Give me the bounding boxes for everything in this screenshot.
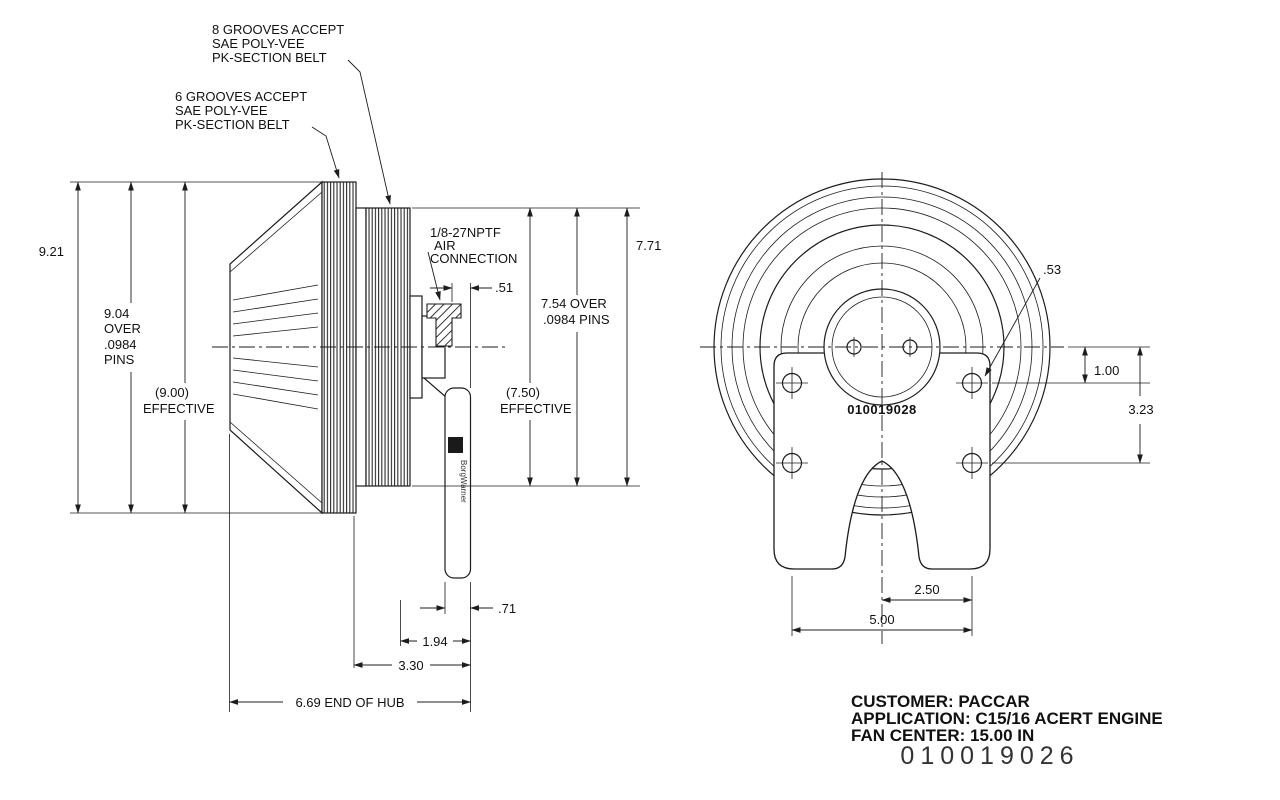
callout-8-grooves-l1: 8 GROOVES ACCEPT <box>212 22 344 37</box>
front-bottom-extension-lines <box>791 576 973 636</box>
dim-small-diameter-label: 7.71 <box>636 238 661 253</box>
brand-label: BorgWarner <box>459 460 468 503</box>
dim-over-pins-right: 7.54 OVER .0984 PINS <box>541 207 610 487</box>
dim-air-offset-label: .51 <box>495 280 513 295</box>
dim-overall-diameter-label: 9.21 <box>39 244 64 259</box>
callout-air-l3: CONNECTION <box>430 251 517 266</box>
dim-effective-left: (9.00) EFFECTIVE <box>143 181 215 514</box>
drawing-number: 010019026 <box>900 742 1079 770</box>
dim-effective-right: (7.50) EFFECTIVE <box>500 207 572 487</box>
bottom-extension-lines <box>229 434 471 712</box>
borgwarner-logo <box>448 437 463 453</box>
dim-bolt-span-label: 5.00 <box>869 612 894 627</box>
callout-6-grooves-l2: SAE POLY-VEE <box>175 103 268 118</box>
dim-effective-left-word: EFFECTIVE <box>143 401 215 416</box>
callout-8-grooves-l3: PK-SECTION BELT <box>212 50 327 65</box>
title-block: CUSTOMER: PACCAR APPLICATION: C15/16 ACE… <box>851 692 1163 770</box>
callout-air-l1: 1/8-27NPTF <box>430 225 501 240</box>
dim-hub-length-1: 1.94 <box>400 634 471 649</box>
dim-hub-length-2: 3.30 <box>353 658 471 673</box>
dim-hub-length-1-label: 1.94 <box>422 634 447 649</box>
customer-line: CUSTOMER: PACCAR <box>851 692 1030 711</box>
dim-effective-left-value: (9.00) <box>155 385 189 400</box>
dim-hub-length-2-label: 3.30 <box>398 658 423 673</box>
callout-6-grooves: 6 GROOVES ACCEPT SAE POLY-VEE PK-SECTION… <box>175 89 340 179</box>
dim-bolt-half-span: 2.50 <box>881 582 973 603</box>
dim-hole-diameter-label: .53 <box>1043 262 1061 277</box>
dim-over-pins-left-l4: PINS <box>104 352 135 367</box>
dim-hole-offset-2: 3.23 <box>1128 346 1154 464</box>
dim-over-pins-right-l1: 7.54 OVER <box>541 296 607 311</box>
mounting-bracket <box>773 352 991 570</box>
dim-hole-offset-2-label: 3.23 <box>1128 402 1153 417</box>
callout-6-grooves-l3: PK-SECTION BELT <box>175 117 290 132</box>
right-extension-lines <box>412 207 640 487</box>
dim-over-pins-left-l1: 9.04 <box>104 306 129 321</box>
callout-air-l2: AIR <box>434 238 456 253</box>
dim-effective-right-value: (7.50) <box>506 385 540 400</box>
application-line: APPLICATION: C15/16 ACERT ENGINE <box>851 709 1163 728</box>
dim-overall-diameter: 9.21 <box>39 181 81 514</box>
dim-small-diameter: 7.71 <box>624 207 661 487</box>
front-view: 010019028 .53 1.00 3.23 <box>700 172 1154 644</box>
groove-band-6 <box>321 181 357 514</box>
side-view: 9.21 9.04 OVER .0984 PINS (9.00) EFFECTI… <box>39 22 661 712</box>
callout-8-grooves-l2: SAE POLY-VEE <box>212 36 305 51</box>
dim-over-pins-left-l2: OVER <box>104 321 141 336</box>
mounting-bracket-edge <box>444 387 472 579</box>
dim-bolt-span: 5.00 <box>791 612 973 633</box>
air-fitting <box>426 303 462 347</box>
left-extension-lines <box>70 181 322 514</box>
dim-bracket-width-label: .71 <box>498 601 516 616</box>
dim-effective-right-word: EFFECTIVE <box>500 401 572 416</box>
dim-over-pins-left-l3: .0984 <box>104 337 137 352</box>
pulley-cone-body <box>229 180 323 515</box>
dim-over-pins-right-l2: .0984 PINS <box>543 312 610 327</box>
dim-end-of-hub-label: 6.69 END OF HUB <box>295 695 404 710</box>
dim-bolt-half-span-label: 2.50 <box>914 582 939 597</box>
dim-over-pins-left: 9.04 OVER .0984 PINS <box>104 181 141 514</box>
callout-6-grooves-l1: 6 GROOVES ACCEPT <box>175 89 307 104</box>
bracket-holes <box>776 367 988 479</box>
callout-air-connection: 1/8-27NPTF AIR CONNECTION <box>427 225 517 301</box>
dim-hole-offset-1: 1.00 <box>1082 346 1119 384</box>
callout-8-grooves: 8 GROOVES ACCEPT SAE POLY-VEE PK-SECTION… <box>212 22 391 205</box>
fan-center-line: FAN CENTER: 15.00 IN <box>851 726 1034 745</box>
front-centerlines <box>700 172 1064 644</box>
clutch-assembly: BorgWarner <box>409 295 472 579</box>
dim-end-of-hub: 6.69 END OF HUB <box>229 695 471 710</box>
dim-hole-diameter: .53 <box>984 262 1061 377</box>
front-right-extension-lines <box>992 346 1150 464</box>
dim-air-offset: .51 <box>430 280 513 388</box>
dim-bracket-width: .71 <box>420 601 516 616</box>
dim-hole-offset-1-label: 1.00 <box>1094 363 1119 378</box>
